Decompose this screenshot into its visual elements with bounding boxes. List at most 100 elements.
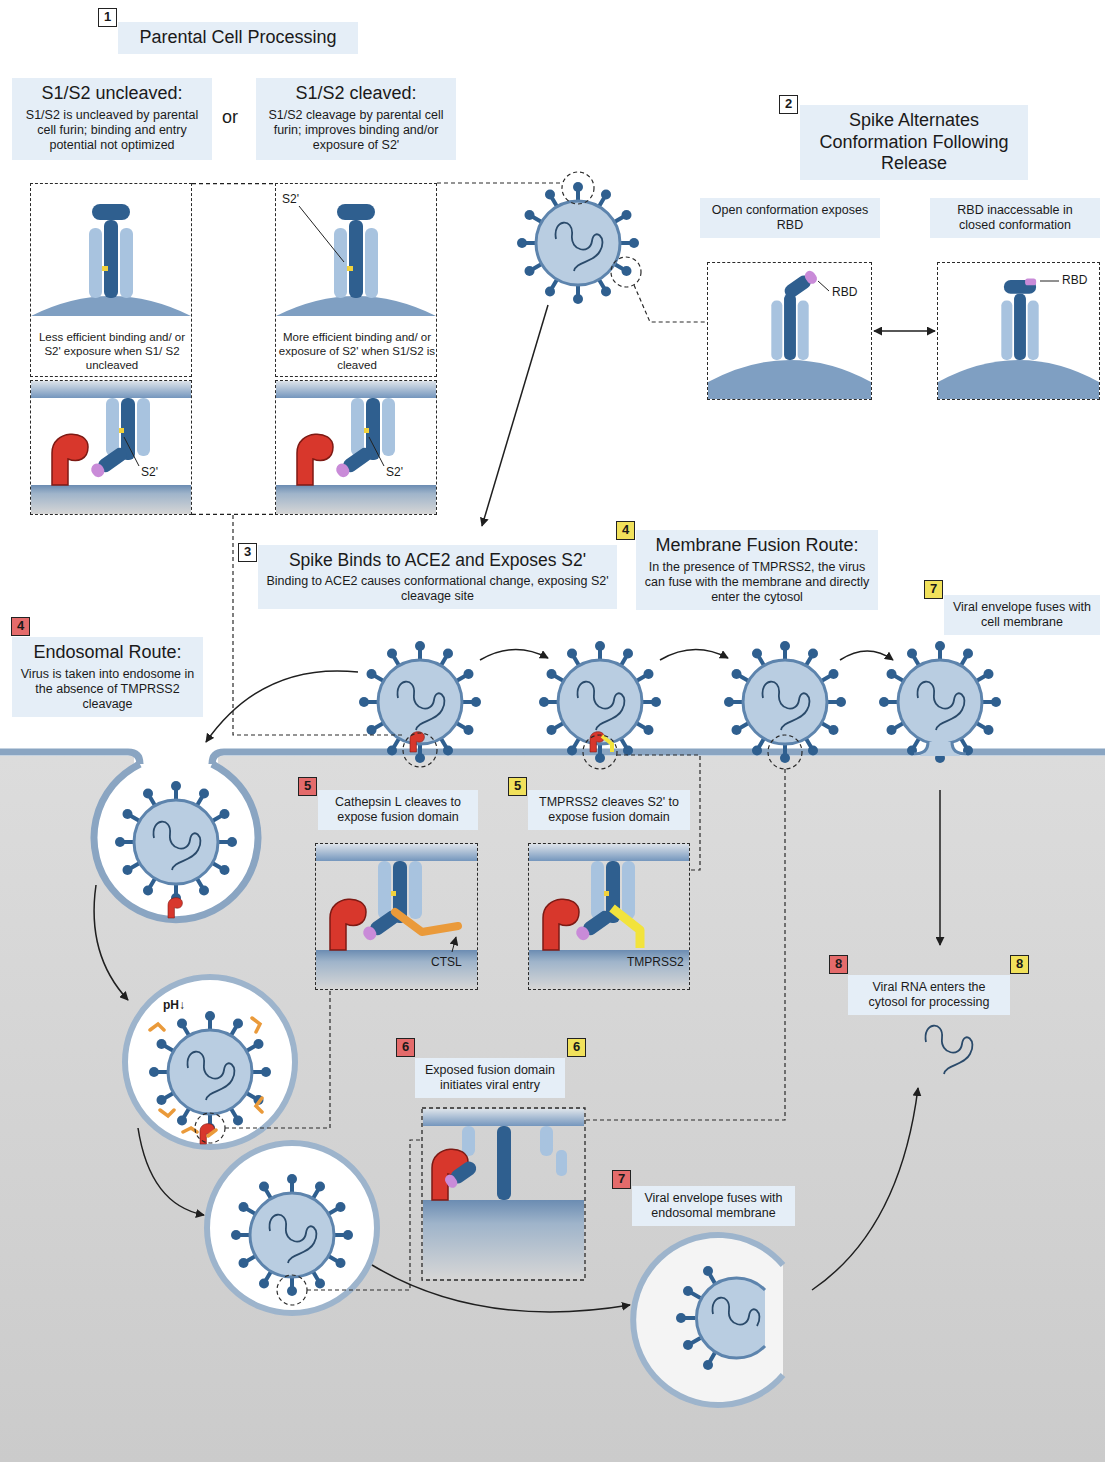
virion [879, 641, 1001, 763]
viral-rna [926, 1026, 973, 1074]
text-frame: TMPRSS2 [627, 955, 684, 969]
fusing-virion [676, 1266, 765, 1370]
callout-text: 5 [304, 778, 311, 793]
double-arrow [874, 330, 935, 332]
dashed-leader [634, 285, 707, 322]
box-heading: Endosomal Route: [20, 642, 195, 664]
endosome [207, 1143, 377, 1313]
figure-panel: CTSL [315, 843, 478, 990]
ace2 [52, 434, 88, 485]
tmprss2 [602, 736, 612, 752]
dashed-leader [307, 1140, 422, 1290]
dashed-leader [225, 990, 330, 1128]
dashed-circle [277, 1275, 307, 1305]
flow-arrow [94, 885, 128, 1000]
text-frame: More efficient binding and/ or exposure … [278, 331, 436, 372]
figure-panel: RBD [937, 262, 1100, 400]
s2-site [102, 266, 108, 271]
ace2 [330, 899, 366, 950]
dashed-bracket [192, 514, 275, 515]
dashed-circle [768, 735, 802, 769]
viral-surface [708, 360, 871, 399]
spike-protein [574, 861, 635, 943]
virion [359, 641, 481, 763]
rbd [443, 1173, 459, 1190]
callout-number: 1 [98, 8, 117, 27]
spike-cap [703, 1360, 713, 1370]
envelope [696, 1278, 765, 1358]
callout-number: 6 [567, 1038, 586, 1057]
dashed-circle [403, 733, 437, 767]
flow-arrow [812, 1088, 918, 1290]
flow-arrow [939, 790, 941, 945]
box-text: S1/S2 is uncleaved by parental cell furi… [20, 108, 204, 153]
spike-lobe [462, 1126, 475, 1156]
box-heading: Spike Binds to ACE2 and Exposes S2' [266, 550, 609, 571]
dashed-leader [437, 182, 561, 183]
callout-text: 1 [104, 9, 111, 24]
box-text: Virus is taken into endosome in the abse… [20, 667, 195, 712]
box-text: Viral envelope fuses with endosomal memb… [640, 1191, 787, 1221]
label-box: Viral RNA enters the cytosol for process… [848, 975, 1010, 1015]
text-frame: S2' [386, 465, 403, 479]
panel-text: RBD [1062, 273, 1087, 287]
text-frame: S2' [141, 465, 158, 479]
callout-text: 7 [930, 581, 937, 596]
pit-opening [134, 745, 218, 767]
callout-text: 2 [785, 96, 792, 111]
spike-cap [683, 1286, 693, 1296]
host-membrane [31, 485, 191, 514]
leader-line [299, 206, 344, 262]
spike-lobe [556, 1150, 567, 1176]
box-heading: S1/S2 cleaved: [264, 83, 448, 105]
callout-number: 4 [616, 521, 635, 540]
panel-text: More efficient binding and/ or exposure … [278, 331, 436, 372]
box-text: Viral envelope fuses with cell membrane [952, 600, 1092, 630]
text-frame: CTSL [431, 955, 462, 969]
box-text: Parental Cell Processing [126, 27, 350, 49]
spike-lobe [540, 1126, 553, 1156]
text-frame: RBD [832, 285, 857, 299]
box-text: In the presence of TMPRSS2, the virus ca… [644, 560, 870, 605]
viral-surface [938, 360, 1099, 399]
viral-membrane [31, 381, 191, 398]
box-text: Viral RNA enters the cytosol for process… [856, 980, 1002, 1010]
cytoplasm [0, 756, 1105, 1462]
spike-protein [361, 861, 422, 943]
label-box: TMPRSS2 cleaves S2' to expose fusion dom… [528, 790, 690, 830]
panel-text: S2' [282, 192, 299, 206]
spike-body [771, 294, 808, 360]
host-membrane [276, 485, 436, 514]
virion [115, 781, 237, 903]
leader-line [124, 437, 139, 466]
virion [724, 641, 846, 763]
label-box: Spike Binds to ACE2 and Exposes S2'Bindi… [258, 545, 617, 609]
label-box: S1/S2 cleaved: S1/S2 cleavage by parental… [256, 78, 456, 160]
box-text: S1/S2 cleavage by parental cell furin; i… [264, 108, 448, 153]
fusion-neck [914, 742, 966, 756]
host-membrane [316, 950, 477, 989]
callout-text: 7 [618, 1171, 625, 1186]
box-heading: Membrane Fusion Route: [644, 535, 870, 557]
endosome [125, 977, 295, 1147]
endocytic-pit [94, 764, 258, 920]
rbd [1025, 278, 1036, 285]
flow-arrow [482, 305, 548, 526]
ace2 [168, 898, 182, 918]
box-text: TMPRSS2 cleaves S2' to expose fusion dom… [536, 795, 682, 825]
dashed-circle [195, 1113, 225, 1143]
viral-membrane [316, 844, 477, 861]
flow-arrow [372, 1265, 630, 1312]
spike-cap [676, 1313, 686, 1323]
viral-rna [713, 1298, 760, 1326]
spike-protein [89, 204, 133, 298]
cathepsin-l [150, 1018, 262, 1136]
label-box: S1/S2 uncleaved:S1/S2 is uncleaved by pa… [12, 78, 212, 160]
annotation: pH↓ [163, 995, 185, 1013]
figure-panel: S2' [30, 380, 192, 515]
dashed-circle [562, 172, 594, 204]
fusing-endosome [633, 1235, 783, 1405]
label-box: Parental Cell Processing [118, 22, 358, 54]
viral-membrane [276, 381, 436, 398]
text-frame: Less efficient binding and/ or S2' expos… [33, 331, 191, 372]
